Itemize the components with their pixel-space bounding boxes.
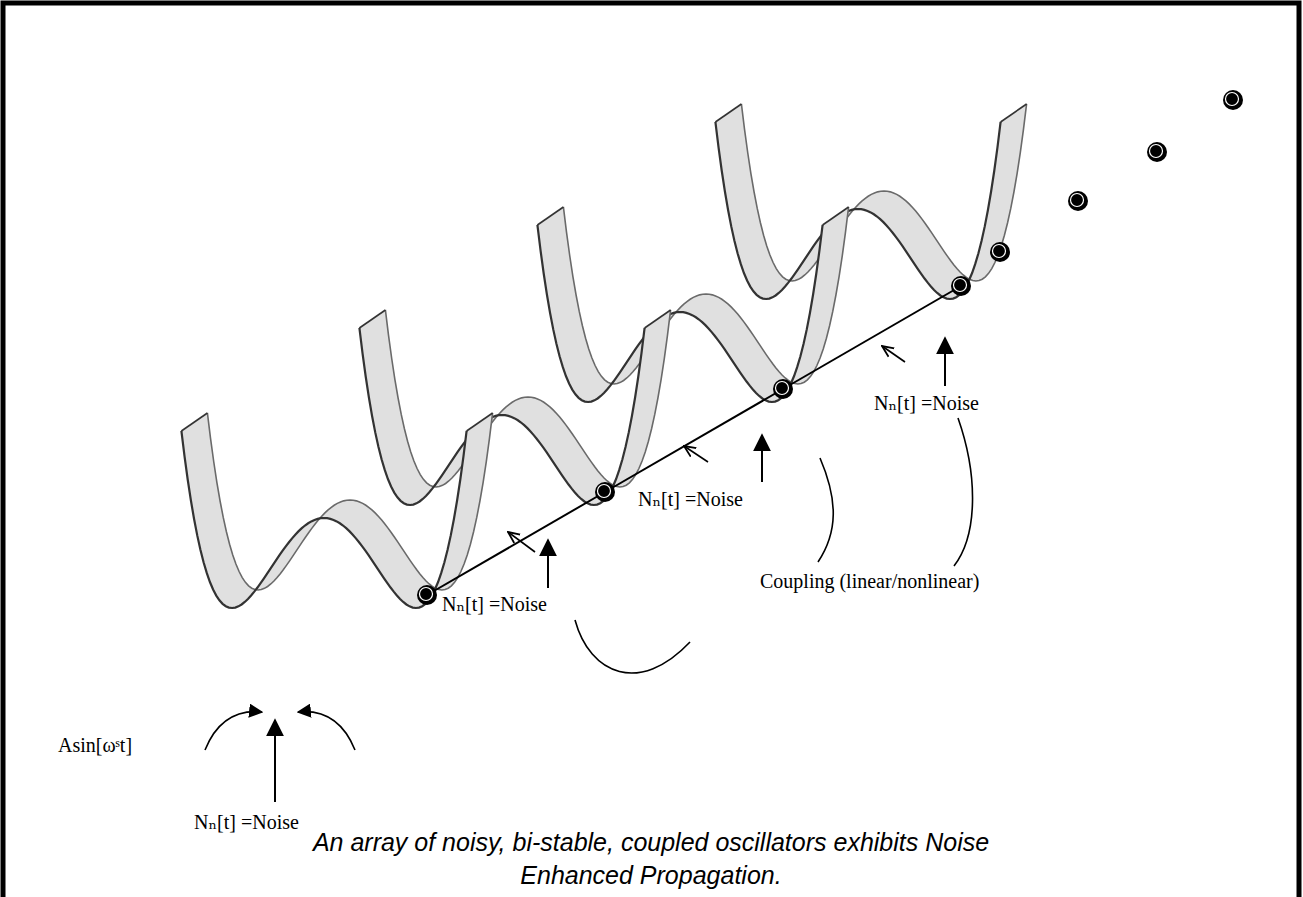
- ball-highlight: [1150, 145, 1163, 158]
- double-well: [359, 310, 670, 505]
- ball-highlight: [954, 279, 967, 292]
- coupling-leader: [508, 532, 535, 552]
- well-back-edge: [563, 207, 848, 384]
- double-well: [537, 207, 848, 402]
- drive-signal: Asin[ωˢt]: [56, 733, 134, 757]
- noise-label: Nₙ[t] =Noise: [636, 487, 745, 511]
- ball: [773, 379, 793, 399]
- ball: [1068, 191, 1088, 211]
- well-front-edge: [359, 328, 644, 505]
- well-front-edge: [537, 225, 822, 402]
- well-end: [715, 104, 741, 122]
- ball-core: [600, 487, 609, 496]
- ball-highlight: [420, 588, 433, 601]
- frame: [3, 3, 1299, 897]
- coupling-leader: [882, 346, 905, 362]
- noise-label: Nₙ[t] =Noise: [872, 391, 981, 415]
- well-surface: [537, 207, 848, 402]
- well-surface: [181, 413, 492, 608]
- ball-core: [1152, 147, 1161, 156]
- well-back-edge: [741, 104, 1026, 281]
- well-front-edge: [181, 431, 466, 608]
- noise-arrow: [547, 540, 549, 588]
- coupling-leader: [684, 446, 708, 462]
- ball-core: [778, 384, 787, 393]
- noise-label: Nₙ[t] =Noise: [440, 592, 549, 616]
- noise-arrow: [274, 720, 276, 802]
- coupling-bracket: [818, 458, 833, 562]
- ball-core: [1228, 95, 1237, 104]
- well-surface: [715, 104, 1026, 299]
- well-back-edge: [385, 310, 670, 487]
- ball: [990, 242, 1010, 262]
- ball-highlight: [1071, 194, 1084, 207]
- well-end: [1001, 104, 1027, 122]
- ball-highlight: [598, 485, 611, 498]
- caption: An array of noisy, bi-stable, coupled os…: [271, 826, 1031, 892]
- coupling-bracket: [954, 418, 973, 566]
- ball-core: [1073, 196, 1082, 205]
- noise-arrow: [944, 338, 946, 386]
- ball-highlight: [993, 245, 1006, 258]
- coupling-label: Coupling (linear/nonlinear): [758, 569, 981, 593]
- drive-arrow: [298, 712, 355, 750]
- ball: [1223, 90, 1243, 110]
- ball-highlight: [776, 382, 789, 395]
- ball-highlight: [1226, 93, 1239, 106]
- ball: [1147, 142, 1167, 162]
- noise-arrow: [761, 435, 763, 482]
- ball-core: [995, 247, 1004, 256]
- double-well: [715, 104, 1026, 299]
- well-end: [823, 207, 849, 225]
- oscillator-ball: [1223, 90, 1243, 110]
- well-front-edge: [715, 122, 1000, 299]
- oscillator-ball: [1068, 191, 1088, 211]
- well-end: [645, 310, 671, 328]
- coupling-line: [427, 286, 961, 595]
- oscillator-ball: [990, 242, 1010, 262]
- oscillator-ball: [951, 276, 971, 296]
- ball-core: [422, 590, 431, 599]
- double-well: [181, 413, 492, 608]
- coupling-bracket: [575, 620, 690, 673]
- noise-label: Nₙ[t] =Noise: [192, 810, 301, 834]
- oscillator-ball: [595, 482, 615, 502]
- ball: [951, 276, 971, 296]
- oscillator-ball: [773, 379, 793, 399]
- ball: [417, 585, 437, 605]
- well-end: [467, 413, 493, 431]
- well-back-edge: [207, 413, 492, 590]
- ball: [595, 482, 615, 502]
- potential-wells: [181, 104, 1026, 608]
- oscillator-ball: [417, 585, 437, 605]
- well-end: [537, 207, 563, 225]
- well-end: [181, 413, 207, 431]
- ball-core: [956, 281, 965, 290]
- oscillator-chain: [417, 90, 1243, 605]
- well-end: [359, 310, 385, 328]
- oscillator-ball: [1147, 142, 1167, 162]
- drive-arrow: [205, 712, 262, 750]
- well-surface: [359, 310, 670, 505]
